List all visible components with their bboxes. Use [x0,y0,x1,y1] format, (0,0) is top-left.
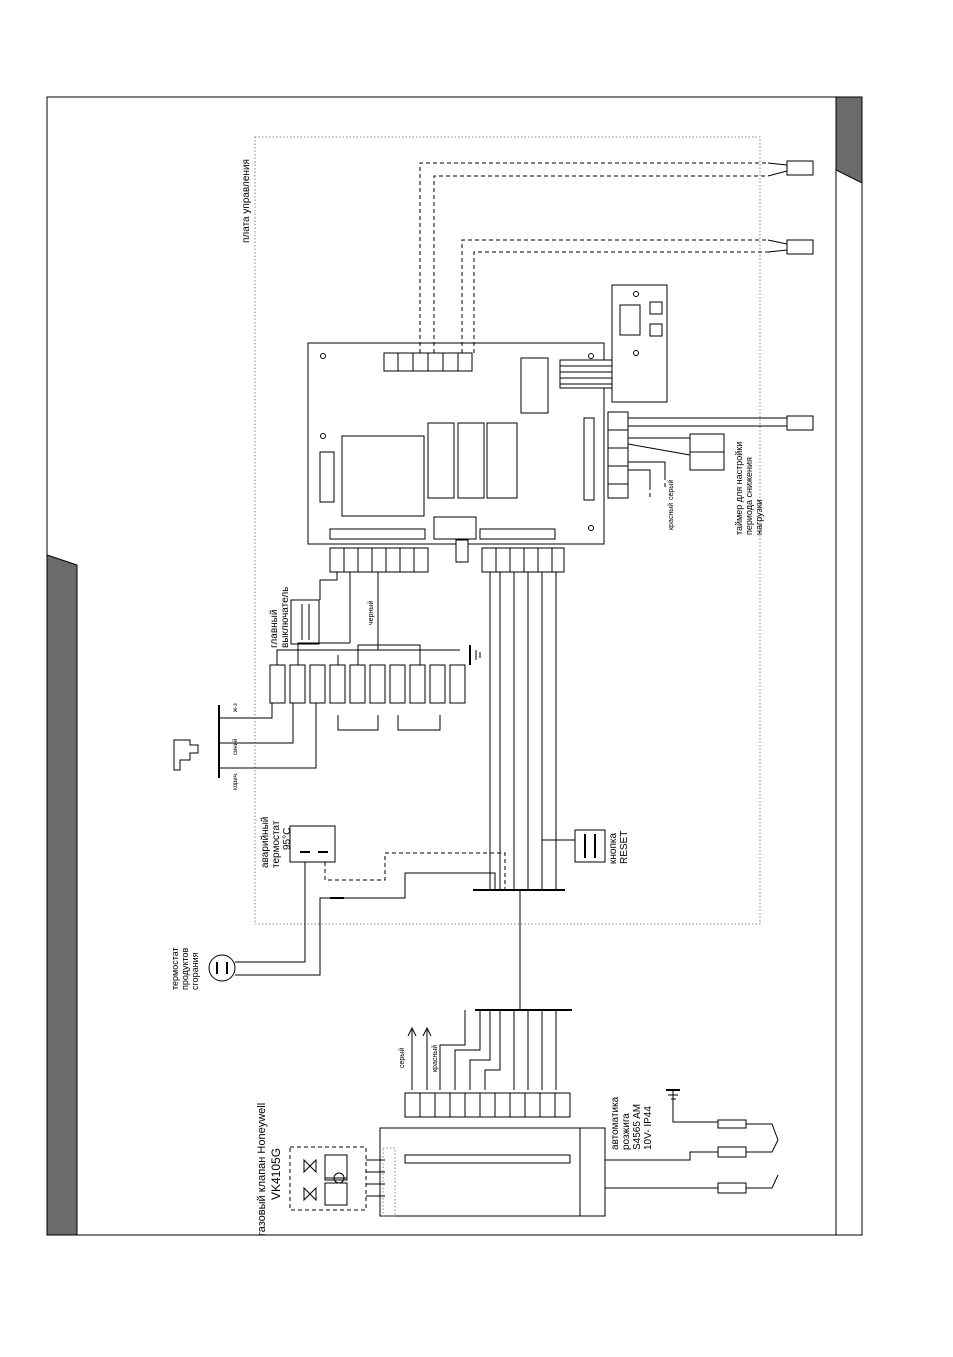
emergency-thermostat [290,826,335,862]
svg-text:VK4105G: VK4105G [269,1148,283,1200]
svg-text:главный: главный [269,610,280,648]
power-plug [174,703,316,778]
control-board-label: плата управления [241,159,252,243]
svg-text:таймер для настройки: таймер для настройки [734,442,744,535]
wire-harness [473,572,572,1010]
transformer [342,436,424,516]
display-panel [612,285,667,402]
wire-label-red-bottom: красный [431,1045,439,1072]
flue-gas-thermostat [209,853,505,981]
svg-text:RESET: RESET [619,831,630,864]
terminal-strip [270,643,480,730]
svg-text:автоматика: автоматика [610,1096,621,1150]
wire-label-red-top: красный [667,503,675,530]
svg-text:нагрузки: нагрузки [754,499,764,535]
pcb [308,343,622,544]
svg-text:термостат: термостат [271,820,282,868]
timer-connection [608,412,813,500]
svg-text:кнопка: кнопка [608,833,619,864]
svg-text:розжига: розжига [621,1113,632,1150]
gas-valve-label: газовый клапан Honeywell VK4105G [256,1103,283,1236]
wire-label-brown: корич. [233,772,239,790]
wire-label-gray-top: серый [667,480,675,500]
svg-text:95°C: 95°C [282,828,293,850]
svg-text:выключатель: выключатель [280,587,291,648]
relay-3 [487,423,517,498]
svg-text:продуктов: продуктов [180,947,190,990]
svg-text:периода снижения: периода снижения [744,457,754,535]
ignition-connector [405,1093,570,1117]
wire-label-yg: ж-з [233,703,239,712]
temperature-sensor-1 [787,161,813,175]
wire-label-gray-bottom: серый [398,1048,406,1068]
reset-button-label: кнопка RESET [608,831,630,864]
ignition-control-label: автоматика розжига S4565 AM 10V- IP44 [610,1096,654,1150]
svg-text:сгорания: сгорания [190,952,200,990]
gas-valve [290,1147,395,1216]
reset-button [542,830,605,862]
corner-tab-top [836,97,862,183]
fuse [320,452,334,502]
svg-text:S4565 AM: S4565 AM [632,1104,643,1150]
flue-gas-thermostat-label: термостат продуктов сгорания [170,947,200,990]
svg-text:термостат: термостат [170,947,180,990]
corner-tab-left [47,555,77,1235]
temperature-sensor-2 [787,240,813,254]
svg-text:аварийный: аварийный [260,817,271,868]
svg-text:газовый клапан Honeywell: газовый клапан Honeywell [256,1103,268,1236]
room-thermostat-connector [787,416,813,430]
main-switch-label: главный выключатель [269,587,291,648]
microcontroller [521,358,548,413]
emergency-thermostat-label: аварийный термостат 95°C [260,817,293,868]
valve-harness [408,1010,556,1090]
relay-2 [458,423,484,498]
pcb-connectors [330,540,564,572]
relay-1 [428,423,454,498]
main-switch [291,572,378,650]
wire-label-blue: синий [232,739,239,755]
svg-text:10V- IP44: 10V- IP44 [643,1106,654,1150]
wire-label-black: черный [367,601,375,625]
timer-label: таймер для настройки периода снижения на… [734,442,764,535]
